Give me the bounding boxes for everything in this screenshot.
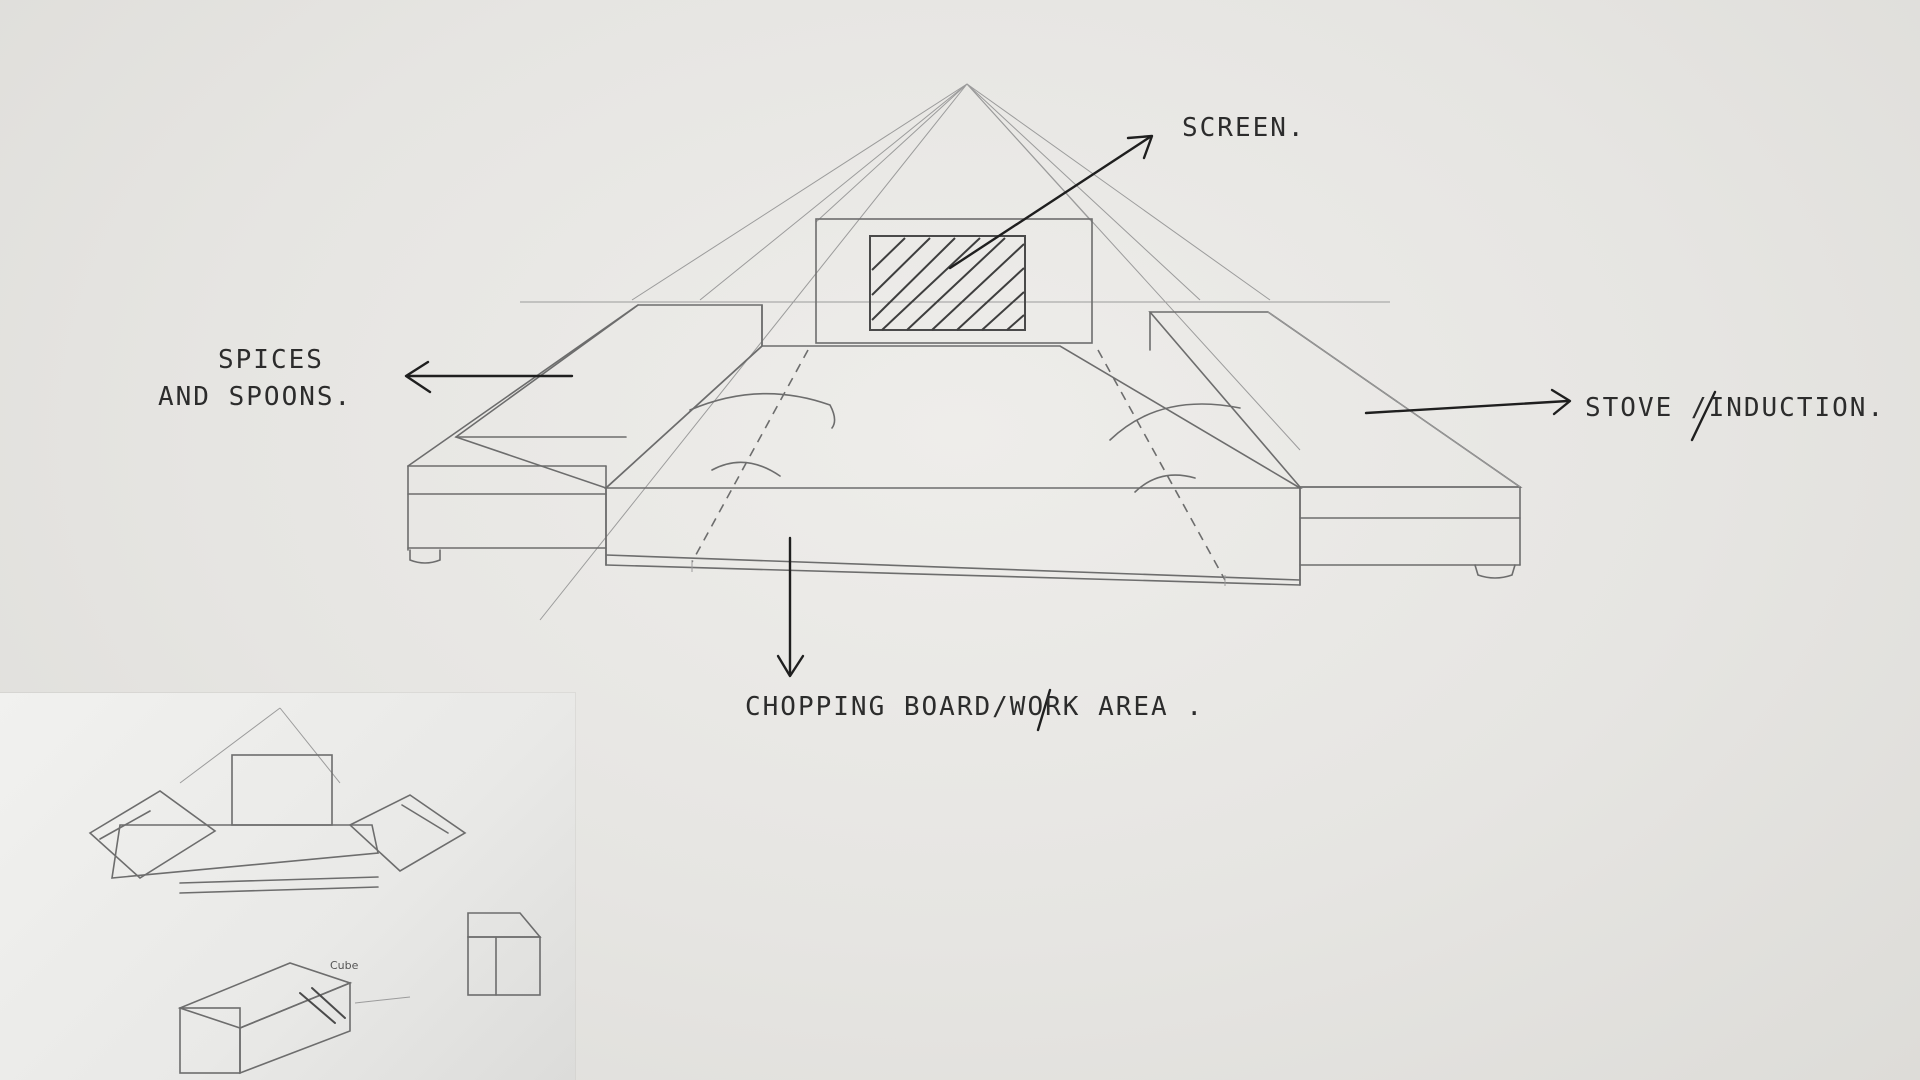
label-stove: STOVE /INDUCTION. bbox=[1585, 393, 1885, 423]
chopping-arrow bbox=[778, 538, 803, 676]
inset-top-sketch bbox=[90, 708, 465, 893]
stove-module bbox=[1150, 312, 1520, 585]
chopping-board-surface bbox=[606, 346, 1300, 586]
inset-sketch-photo: Cube bbox=[0, 693, 575, 1080]
label-spices-line2: AND SPOONS. bbox=[158, 382, 352, 412]
inset-cube-sketch: Cube bbox=[180, 959, 410, 1073]
label-screen: SCREEN. bbox=[1182, 113, 1306, 143]
inset-small-box bbox=[468, 913, 540, 995]
spices-module bbox=[408, 305, 762, 565]
label-chopping-board: CHOPPING BOARD/WORK AREA . bbox=[745, 692, 1204, 722]
screen-arrow bbox=[950, 136, 1152, 268]
label-spices-line1: SPICES bbox=[218, 345, 324, 375]
screen-panel bbox=[816, 219, 1092, 343]
perspective-guide-lines bbox=[540, 84, 1300, 620]
inset-cube-note: Cube bbox=[330, 959, 359, 972]
spices-arrow bbox=[406, 362, 572, 392]
